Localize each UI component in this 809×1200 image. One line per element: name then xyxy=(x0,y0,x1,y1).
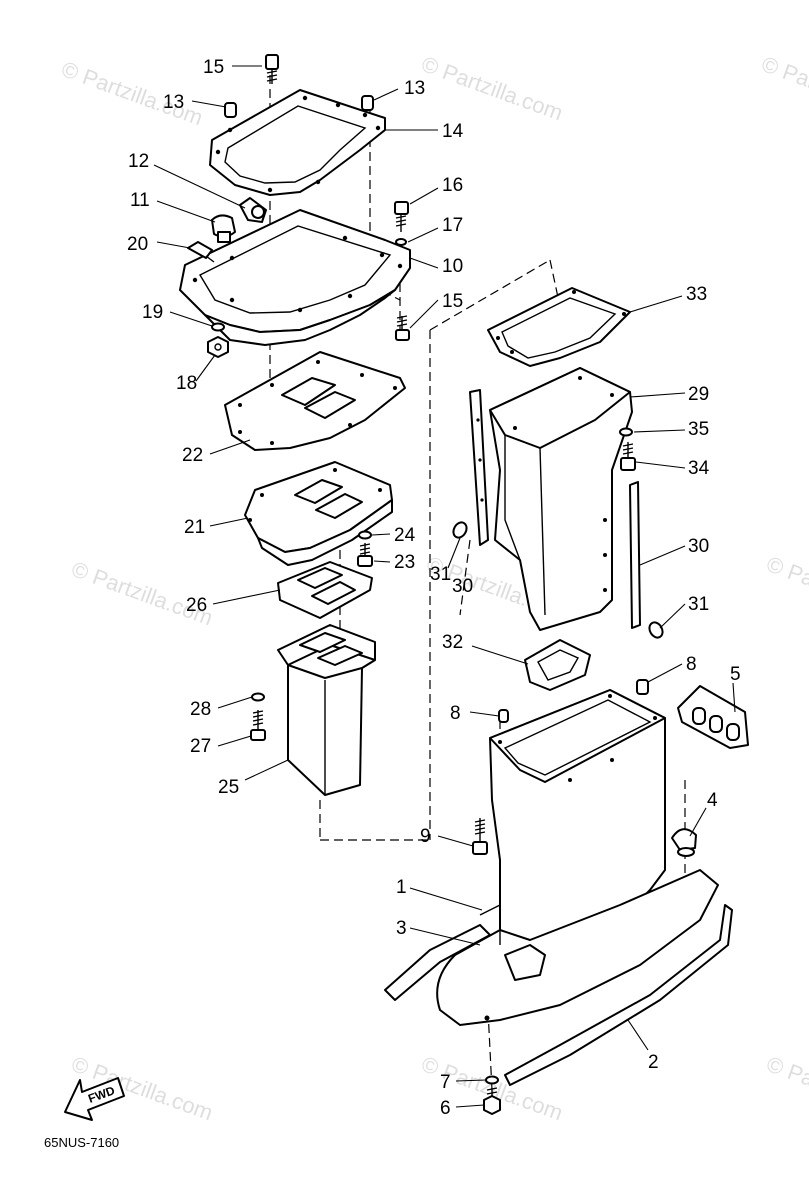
part-18-nut xyxy=(207,336,229,358)
callout-17: 17 xyxy=(442,215,463,236)
part-14-gasket xyxy=(209,89,386,196)
callout-13: 13 xyxy=(404,78,425,99)
part-8-dowel-pin xyxy=(498,679,649,723)
part-12-thermostat xyxy=(239,197,267,223)
part-30-rubber-seal xyxy=(469,389,489,546)
part-28-washer xyxy=(251,692,265,702)
callout-15: 15 xyxy=(442,291,463,312)
watermark: © Partzilla.com xyxy=(763,551,809,625)
watermark: © Partzilla.com xyxy=(758,51,809,125)
part-15-bolt xyxy=(395,315,410,341)
callout-29: 29 xyxy=(688,384,709,405)
callout-26: 26 xyxy=(186,595,207,616)
part-26-gasket xyxy=(277,561,373,619)
callout-5: 5 xyxy=(730,664,741,685)
part-22-gasket xyxy=(224,351,406,451)
callout-9: 9 xyxy=(420,826,431,847)
part-17-washer xyxy=(395,238,407,246)
part-35-washer xyxy=(619,427,633,437)
part-10-upper-plate xyxy=(179,209,411,346)
callout-8: 8 xyxy=(686,654,697,675)
callout-28: 28 xyxy=(190,699,211,720)
part-15-bolt xyxy=(265,54,279,84)
part-16-bolt xyxy=(394,201,409,232)
part-6-bolt xyxy=(483,1087,501,1115)
callout-16: 16 xyxy=(442,175,463,196)
callout-2: 2 xyxy=(648,1052,659,1073)
part-3-rubber-strip xyxy=(384,924,491,1001)
part-19-washer xyxy=(211,322,225,332)
callout-33: 33 xyxy=(686,284,707,305)
callout-30: 30 xyxy=(452,576,473,597)
callout-30: 30 xyxy=(688,536,709,557)
callout-19: 19 xyxy=(142,302,163,323)
callout-34: 34 xyxy=(688,458,710,479)
callout-1: 1 xyxy=(396,877,407,898)
callout-13: 13 xyxy=(163,92,184,113)
callout-35: 35 xyxy=(688,419,709,440)
callout-18: 18 xyxy=(176,373,197,394)
callout-4: 4 xyxy=(707,790,718,811)
part-9-bolt xyxy=(472,818,488,855)
part-20-hose-nipple xyxy=(187,241,215,263)
callout-32: 32 xyxy=(442,632,463,653)
fwd-arrow-icon: FWD xyxy=(64,1077,125,1121)
part-27-bolt xyxy=(250,710,266,741)
callout-21: 21 xyxy=(184,517,205,538)
callout-25: 25 xyxy=(218,777,239,798)
callout-14: 14 xyxy=(442,121,464,142)
callout-11: 11 xyxy=(130,190,150,211)
watermark: © Partzilla.com xyxy=(763,1051,809,1125)
part-5-rubber-seal xyxy=(677,685,749,749)
part-29-oil-pan xyxy=(489,367,633,631)
part-32-seal xyxy=(524,639,591,691)
callout-20: 20 xyxy=(127,234,148,255)
part-1-upper-casing xyxy=(436,689,719,1026)
reference-code: 65NUS-7160 xyxy=(44,1135,119,1150)
watermark: © Partzilla.com xyxy=(68,556,216,630)
part-4-cap xyxy=(671,828,697,857)
callout-27: 27 xyxy=(190,736,211,757)
part-13-dowel-pin xyxy=(224,95,374,118)
callout-7: 7 xyxy=(440,1072,451,1093)
callout-15: 15 xyxy=(203,57,224,78)
part-2-rubber-strip xyxy=(504,904,733,1086)
callout-22: 22 xyxy=(182,445,203,466)
part-33-gasket xyxy=(487,287,631,367)
part-31-grommet xyxy=(452,521,664,639)
part-21-exhaust-guide xyxy=(244,461,393,566)
callout-labels: 15 13 13 14 12 16 11 17 20 10 19 15 33 1… xyxy=(127,57,741,1119)
part-23-bolt xyxy=(357,543,373,567)
callout-10: 10 xyxy=(442,256,463,277)
part-25-exhaust-manifold xyxy=(277,624,376,796)
callout-31: 31 xyxy=(430,564,451,585)
part-34-bolt xyxy=(620,442,636,471)
part-11-fitting xyxy=(211,214,236,243)
watermark: © Partzilla.com xyxy=(418,51,566,125)
part-7-washer xyxy=(485,1075,499,1085)
callout-12: 12 xyxy=(128,151,149,172)
leader-lines xyxy=(153,65,736,1108)
callout-24: 24 xyxy=(394,525,416,546)
part-24-washer xyxy=(358,530,372,540)
callout-31: 31 xyxy=(688,594,709,615)
callout-6: 6 xyxy=(440,1098,451,1119)
part-30-rubber-seal xyxy=(629,481,641,629)
callout-3: 3 xyxy=(396,918,407,939)
callout-8: 8 xyxy=(450,703,461,724)
callout-23: 23 xyxy=(394,552,415,573)
